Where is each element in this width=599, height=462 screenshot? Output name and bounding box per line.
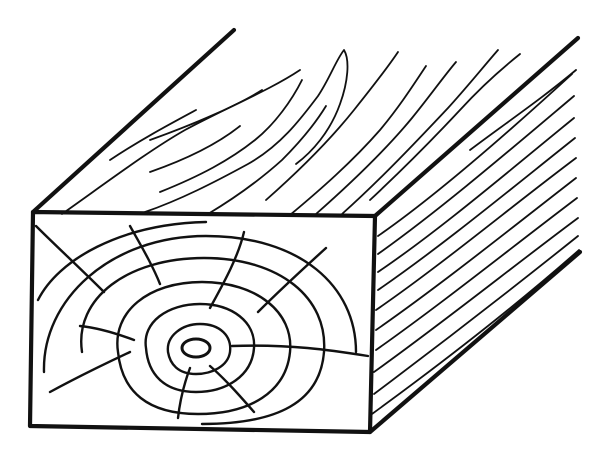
beam-outline — [27, 27, 583, 435]
right-face-bottom-edge — [367, 249, 583, 435]
end-grain-rings — [36, 220, 358, 426]
end-face-border — [27, 209, 378, 435]
top-face-grain — [61, 49, 521, 216]
pith — [180, 337, 212, 359]
top-left-edge — [30, 27, 237, 215]
right-face-grain — [371, 69, 580, 415]
end-grain-checks — [34, 224, 370, 420]
top-right-edge — [372, 35, 581, 219]
